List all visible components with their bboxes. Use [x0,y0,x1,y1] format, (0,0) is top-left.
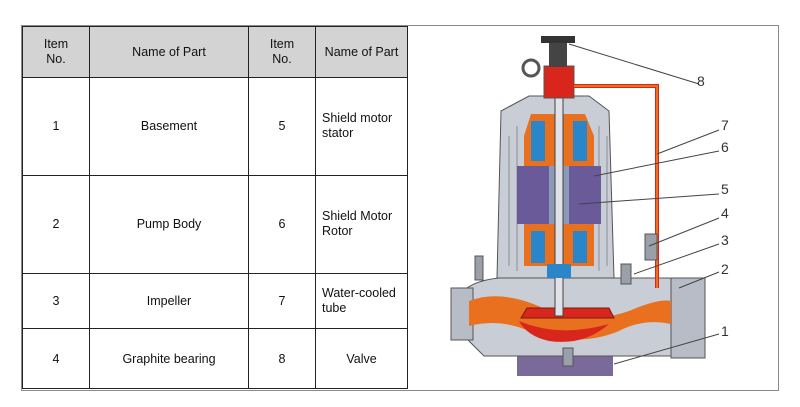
header-item-no-1: Item No. [22,26,90,78]
part-name-cell: Impeller [89,272,249,330]
valve-handle [541,36,575,43]
callout-6: 6 [721,139,729,155]
parts-table: Item No. Name of Part Item No. Name of P… [22,26,408,389]
item-no-cell: 6 [248,174,316,274]
table-header-row: Item No. Name of Part Item No. Name of P… [22,26,408,78]
impeller [520,307,615,319]
graphite-bearing [547,264,571,278]
callout-7: 7 [721,117,729,133]
part-name-cell: Graphite bearing [89,328,249,389]
table-row: 2 Pump Body 6 Shield Motor Rotor [22,174,408,274]
callout-5: 5 [721,181,729,197]
table-row: 1 Basement 5 Shield motor stator [22,77,408,176]
callout-2: 2 [721,261,729,277]
table-row: 3 Impeller 7 Water-cooled tube [22,272,408,330]
stator-winding-upper-right [573,121,587,161]
part-name-cell: Water-cooled tube [315,272,408,330]
callout-8: 8 [697,73,705,89]
part-name-cell: Shield Motor Rotor [315,174,408,274]
header-name-of-part-1: Name of Part [89,26,249,78]
item-no-cell: 7 [248,272,316,330]
water-cooled-tube-inner [574,85,658,288]
item-no-cell: 3 [22,272,90,330]
outlet-flange [670,277,706,359]
item-no-cell: 2 [22,174,90,274]
volute-flow-core [519,321,609,342]
part-name-cell: Shield motor stator [315,77,408,176]
callout-1: 1 [721,323,729,339]
item-no-cell: 4 [22,328,90,389]
shaft [554,80,564,317]
pump-cross-section-diagram: 8 7 6 5 4 3 2 1 [450,36,729,376]
stator-winding-lower-left [531,231,545,263]
lifting-eye [521,58,541,78]
header-name-of-part-2: Name of Part [315,26,408,78]
stator-winding-lower-right [573,231,587,263]
leader-lines [568,43,720,365]
header-item-no-2: Item No. [248,26,316,78]
part-name-cell: Valve [315,328,408,389]
part-name-cell: Basement [89,77,249,176]
item-no-cell: 5 [248,77,316,176]
callout-numbers: 8 7 6 5 4 3 2 1 [697,73,729,339]
bolt-mid [620,263,632,285]
table-row: 4 Graphite bearing 8 Valve [22,328,408,389]
item-no-cell: 8 [248,328,316,389]
callout-3: 3 [721,232,729,248]
item-no-cell: 1 [22,77,90,176]
anchor-bolt [562,347,574,367]
callout-4: 4 [721,205,729,221]
top-cap [543,65,575,99]
bolt-right [644,233,658,261]
part-name-cell: Pump Body [89,174,249,274]
valve-stem [549,41,567,67]
bolt-left [474,255,484,281]
stator-winding-upper-left [531,121,545,161]
